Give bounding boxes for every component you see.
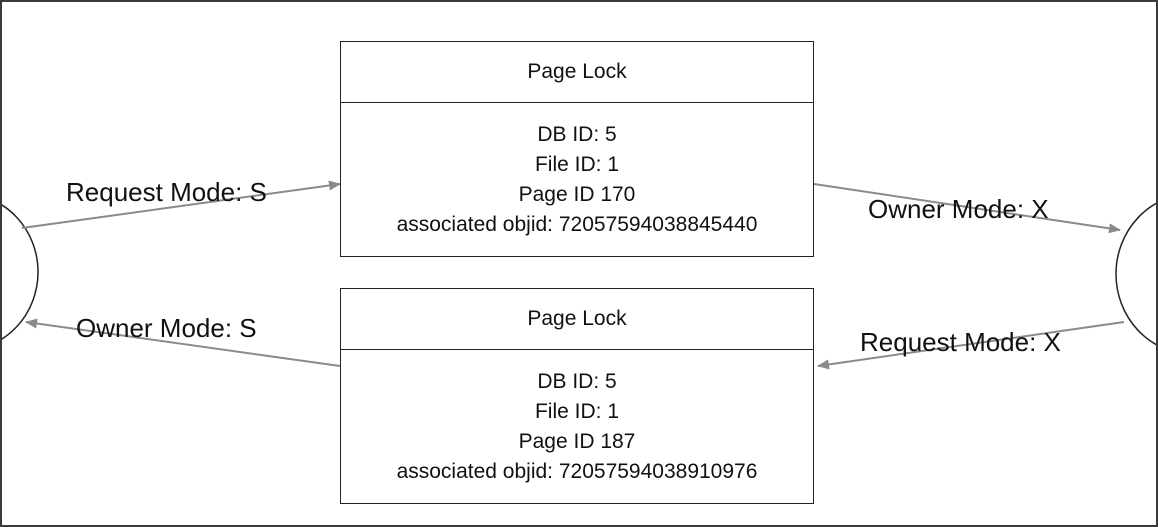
edge-label-left-request: Request Mode: S — [66, 177, 267, 207]
left-process-node[interactable] — [2, 194, 39, 350]
right-process-node[interactable] — [1115, 194, 1156, 354]
db-id-text: DB ID: 5 — [537, 123, 617, 146]
edge-right-owner-arrow — [813, 183, 1121, 234]
page-id-text: Page ID 187 — [518, 430, 636, 453]
edge-right-request-arrow — [817, 321, 1125, 370]
page-lock-title: Page Lock — [341, 42, 813, 103]
objid-text: associated objid: 72057594038845440 — [396, 213, 758, 236]
objid-text: associated objid: 72057594038910976 — [396, 460, 758, 483]
file-id-text: File ID: 1 — [534, 400, 620, 423]
page-lock-box-1[interactable]: Page Lock DB ID: 5 File ID: 1 Page ID 17… — [340, 41, 814, 257]
edge-label-right-owner: Owner Mode: X — [868, 194, 1049, 224]
edge-left-owner-arrow — [25, 318, 341, 367]
file-id-text: File ID: 1 — [534, 153, 620, 176]
edge-label-right-request: Request Mode: X — [860, 327, 1061, 357]
page-lock-box-2[interactable]: Page Lock DB ID: 5 File ID: 1 Page ID 18… — [340, 288, 814, 504]
edge-left-request-arrow — [21, 180, 341, 229]
page-id-text: Page ID 170 — [518, 183, 636, 206]
page-lock-title: Page Lock — [341, 289, 813, 350]
page-lock-details: DB ID: 5 File ID: 1 Page ID 170 associat… — [341, 103, 813, 257]
edge-label-left-owner: Owner Mode: S — [76, 313, 257, 343]
page-lock-details: DB ID: 5 File ID: 1 Page ID 187 associat… — [341, 350, 813, 504]
db-id-text: DB ID: 5 — [537, 370, 617, 393]
